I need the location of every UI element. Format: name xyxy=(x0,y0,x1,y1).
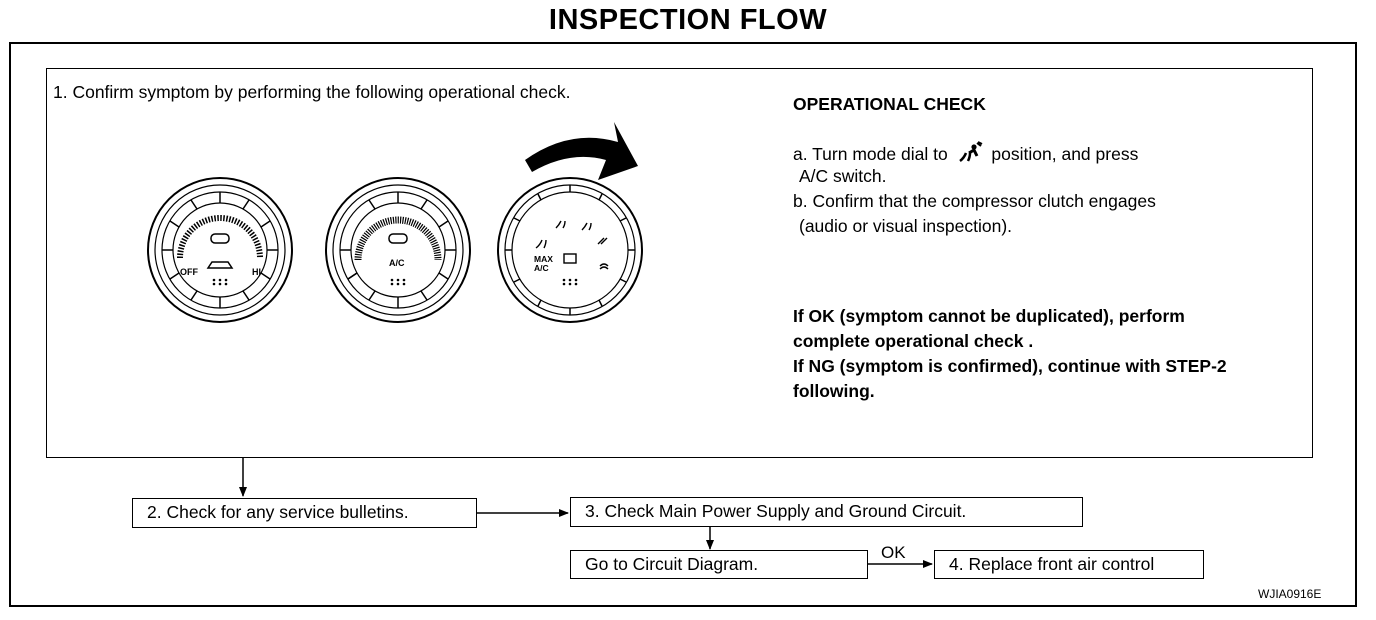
ng-result-line1: If NG (symptom is confirmed), continue w… xyxy=(793,356,1227,376)
rotate-arrow-icon xyxy=(525,122,638,180)
temp-dial-ac-label: A/C xyxy=(389,258,405,268)
step3-box: 3. Check Main Power Supply and Ground Ci… xyxy=(570,497,1083,527)
step1-panel xyxy=(46,68,1313,458)
op-check-b-line1: b. Confirm that the compressor clutch en… xyxy=(793,191,1156,211)
op-check-a-line2: A/C switch. xyxy=(799,166,887,186)
vent-mode-icon xyxy=(957,141,983,168)
ok-result-line2: complete operational check . xyxy=(793,331,1034,351)
figure-code: WJIA0916E xyxy=(1258,587,1322,601)
page-title: INSPECTION FLOW xyxy=(548,4,828,36)
flow-frame xyxy=(9,42,1357,607)
fan-dial: OFF HI xyxy=(147,177,293,323)
goto-circuit-box: Go to Circuit Diagram. xyxy=(570,550,868,579)
ok-result-line1: If OK (symptom cannot be duplicated), pe… xyxy=(793,306,1185,326)
mode-dial-max-label: MAX xyxy=(534,254,553,264)
op-check-a-post: position, and press xyxy=(991,144,1139,164)
ok-label: OK xyxy=(881,543,906,562)
step1-text: 1. Confirm symptom by performing the fol… xyxy=(53,82,571,102)
control-dials-illustration: OFF HI A/C xyxy=(147,122,643,323)
op-check-b-line2: (audio or visual inspection). xyxy=(799,216,1013,236)
mode-dial-ac-label: A/C xyxy=(534,263,549,273)
ng-result-line2: following. xyxy=(793,381,875,401)
op-check-a-pre: a. Turn mode dial to xyxy=(793,144,948,164)
op-check-a-line1: a. Turn mode dial to position, and press xyxy=(793,141,1138,168)
mode-dial: MAX A/C xyxy=(497,177,643,323)
op-check-heading: OPERATIONAL CHECK xyxy=(793,94,986,114)
fan-dial-hi-label: HI xyxy=(252,267,261,277)
step2-box: 2. Check for any service bulletins. xyxy=(132,498,477,528)
temp-dial: A/C xyxy=(325,177,471,323)
step4-box: 4. Replace front air control xyxy=(934,550,1204,579)
fan-dial-off-label: OFF xyxy=(180,267,198,277)
